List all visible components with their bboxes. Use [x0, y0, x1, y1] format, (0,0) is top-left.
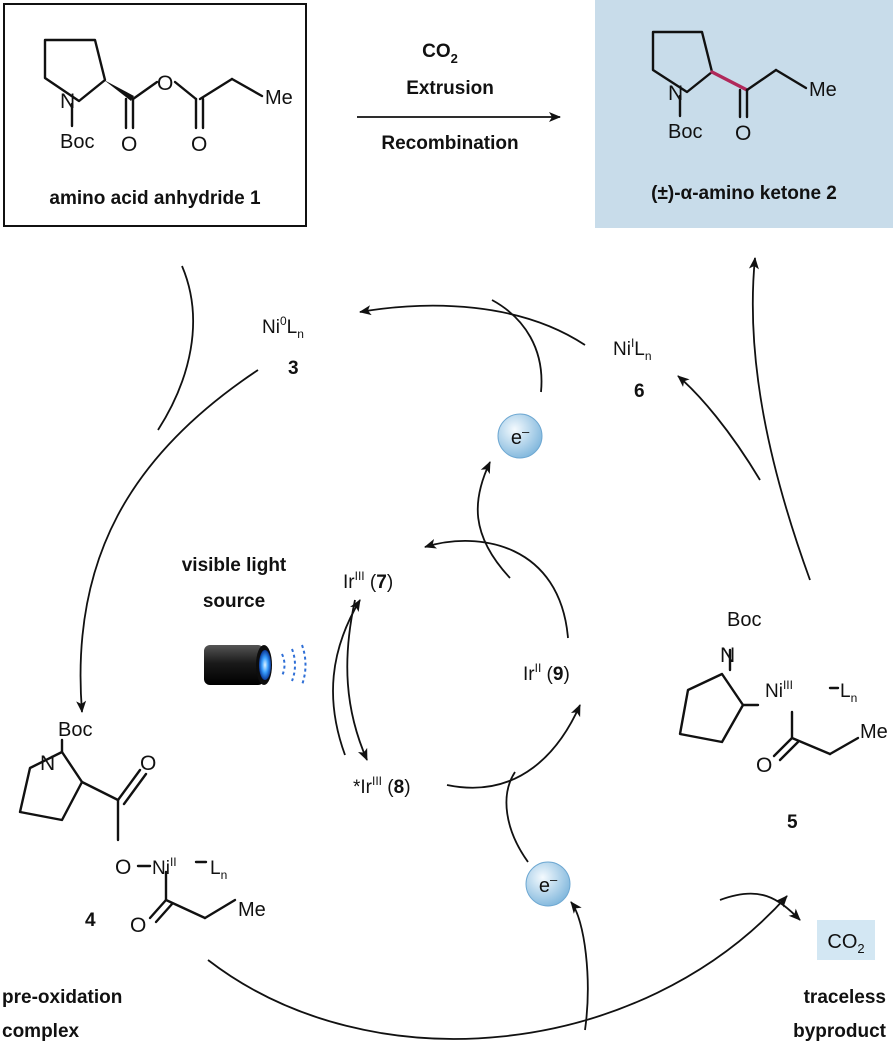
complex4-number: 4 [85, 910, 96, 931]
complex4-n-atom: N [40, 752, 55, 775]
byproduct-label-line1: traceless [804, 987, 886, 1008]
electron-top-label: e– [511, 424, 530, 449]
complex4-boc-label: Boc [58, 719, 92, 741]
light-label-line2: source [203, 591, 265, 612]
electron-bottom: e– [525, 861, 571, 907]
reactant-me-label: Me [265, 87, 293, 109]
complex5-n-atom: N [720, 644, 735, 667]
complex4-ligand-label: Ln [210, 858, 227, 882]
new-cc-bond [710, 70, 749, 92]
reactant-o-atom-2: O [191, 133, 207, 156]
ni1-species: NiILn 6 [613, 336, 652, 402]
reactant-n-atom: N [60, 90, 75, 113]
pre-oxidation-line2: complex [2, 1021, 80, 1042]
byproduct-label-line2: byproduct [793, 1021, 887, 1042]
complex-5: Boc N NiIII Ln O Me 5 [678, 609, 888, 833]
flashlight-icon [204, 644, 307, 686]
photoredox-cycle [332, 461, 589, 1031]
co2-reagent-label: CO2 [422, 41, 458, 66]
complex4-o-acyl: O [130, 914, 146, 937]
complex5-ligand-label: Ln [840, 681, 857, 705]
electron-top: e– [497, 413, 543, 459]
ir7-label: IrIII (7) [343, 569, 393, 593]
outer-cycle-arrows [76, 257, 811, 1040]
complex5-boc-label: Boc [727, 609, 761, 631]
complex4-o-carbonyl: O [140, 752, 156, 775]
reactant-o-bridge-atom: O [157, 72, 173, 95]
ir8-species: *IrIII (8) [353, 774, 411, 798]
reactant-o-atom: O [121, 133, 137, 156]
complex4-ni-label: NiII [152, 855, 177, 879]
pre-oxidation-caption: pre-oxidation complex [2, 987, 122, 1042]
ir7-species: IrIII (7) [343, 569, 393, 593]
co2-box-label: CO2 [827, 931, 864, 956]
complex5-number: 5 [787, 812, 798, 833]
reactant-boc-label: Boc [60, 131, 94, 153]
complex5-o-acyl: O [756, 754, 772, 777]
complex5-ni-label: NiIII [765, 678, 793, 702]
ir9-label: IrII (9) [523, 661, 570, 685]
complex4-o-bridge: O [115, 856, 131, 879]
product-caption: (±)-α-amino ketone 2 [651, 183, 837, 204]
product-boc-label: Boc [668, 121, 702, 143]
complex-4: Boc N O O NiII Ln O Me 4 [18, 719, 266, 937]
ni1-label: NiILn [613, 336, 652, 363]
complex5-me-label: Me [860, 721, 888, 743]
reaction-arrow: CO2 Extrusion Recombination [357, 41, 561, 154]
product-me-label: Me [809, 79, 837, 101]
reactant-box: N Boc O O O Me amino acid anhydride 1 [3, 3, 307, 227]
product-box: N Boc O Me (±)-α-amino ketone 2 [595, 0, 893, 228]
light-label-line1: visible light [182, 555, 287, 576]
pre-oxidation-line1: pre-oxidation [2, 987, 122, 1008]
product-o-atom: O [735, 122, 751, 145]
ni1-number: 6 [634, 381, 645, 402]
reactant-caption: amino acid anhydride 1 [49, 188, 261, 209]
co2-byproduct: CO2 traceless byproduct [793, 920, 887, 1042]
ni0-number: 3 [288, 358, 299, 379]
complex4-me-label: Me [238, 899, 266, 921]
ir8-label: *IrIII (8) [353, 774, 411, 798]
ni0-label: Ni0Ln [262, 314, 304, 341]
electron-bottom-label: e– [539, 872, 558, 897]
ni0-species: Ni0Ln 3 [262, 314, 304, 379]
ir9-species: IrII (9) [523, 661, 570, 685]
light-source: visible light source [182, 555, 307, 686]
recombination-label: Recombination [381, 133, 518, 154]
product-n-atom: N [668, 82, 683, 105]
extrusion-label: Extrusion [406, 78, 494, 99]
